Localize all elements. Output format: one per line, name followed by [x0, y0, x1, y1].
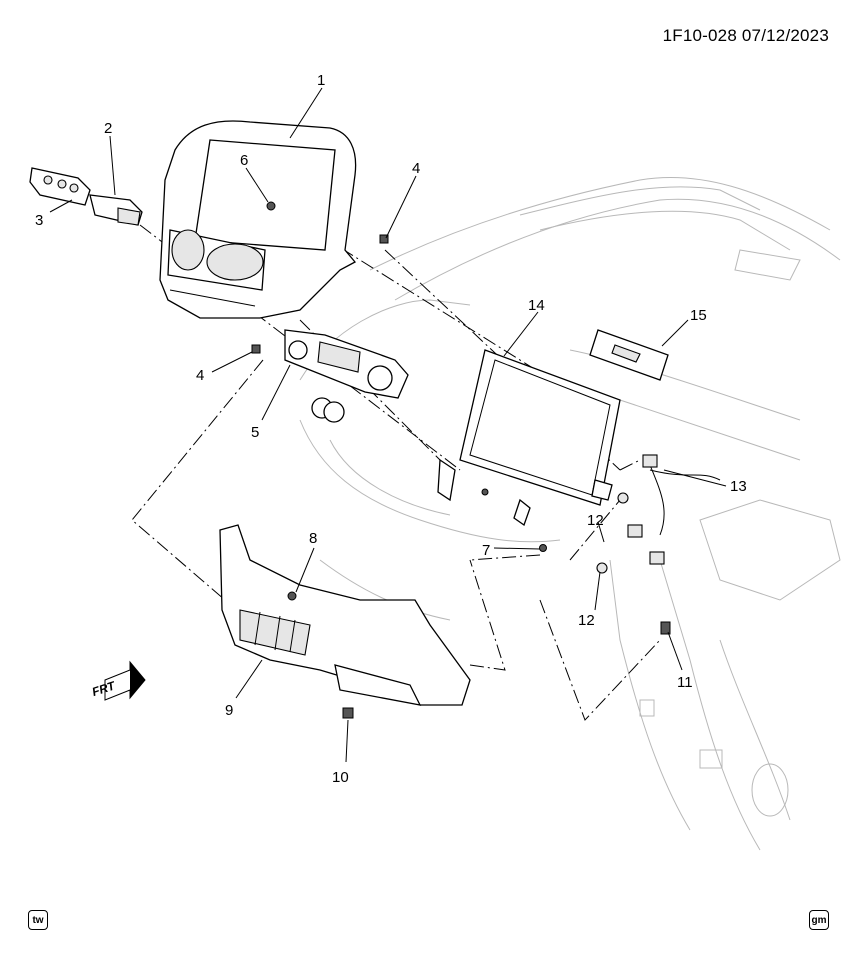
clip-part-4-lower: [251, 344, 261, 354]
dashboard-background: [299, 177, 841, 851]
tw-badge-icon: tw: [28, 910, 48, 930]
harness-part-13: [627, 454, 721, 565]
display-unit-part-14: [437, 349, 621, 527]
callout-10: 10: [332, 769, 349, 786]
callout-11: 11: [677, 674, 693, 691]
switch-part-3: [29, 167, 91, 206]
callout-4-upper: 4: [412, 160, 420, 177]
callout-leader-lines: [49, 87, 727, 763]
callout-15: 15: [690, 307, 707, 324]
screw-part-7: [539, 544, 547, 552]
callout-3: 3: [35, 212, 43, 229]
callout-14: 14: [528, 297, 545, 314]
diagram-reference-id: 1F10-028 07/12/2023: [662, 26, 829, 45]
callout-5: 5: [251, 424, 259, 441]
callout-7: 7: [482, 542, 490, 559]
nut-part-12-lower: [596, 562, 608, 574]
callout-9: 9: [225, 702, 233, 719]
lower-trim-part-9: [219, 524, 471, 706]
callout-2: 2: [104, 120, 112, 137]
control-panel-part-5: [284, 329, 409, 423]
nut-part-12-upper: [617, 492, 629, 504]
screw-part-8: [287, 591, 297, 601]
callout-6: 6: [240, 152, 248, 169]
clip-part-11: [660, 621, 671, 635]
callout-4-lower: 4: [196, 367, 204, 384]
clip-part-4-upper: [379, 234, 389, 244]
callout-8: 8: [309, 530, 317, 547]
clip-part-10: [342, 707, 354, 719]
gm-logo-icon: gm: [809, 910, 829, 930]
switch-part-2: [89, 194, 143, 226]
module-part-15: [589, 329, 669, 381]
callout-13: 13: [730, 478, 747, 495]
display-bezel-part: [159, 120, 357, 319]
callout-12-upper: 12: [587, 512, 604, 529]
callout-12-lower: 12: [578, 612, 595, 629]
callout-1: 1: [317, 72, 325, 89]
callout-numbers: 1 2 3 4 4 5 6 7 8 9 10 11 12 12 13 14 15: [35, 72, 747, 786]
front-direction-arrow: FRT: [90, 660, 146, 701]
